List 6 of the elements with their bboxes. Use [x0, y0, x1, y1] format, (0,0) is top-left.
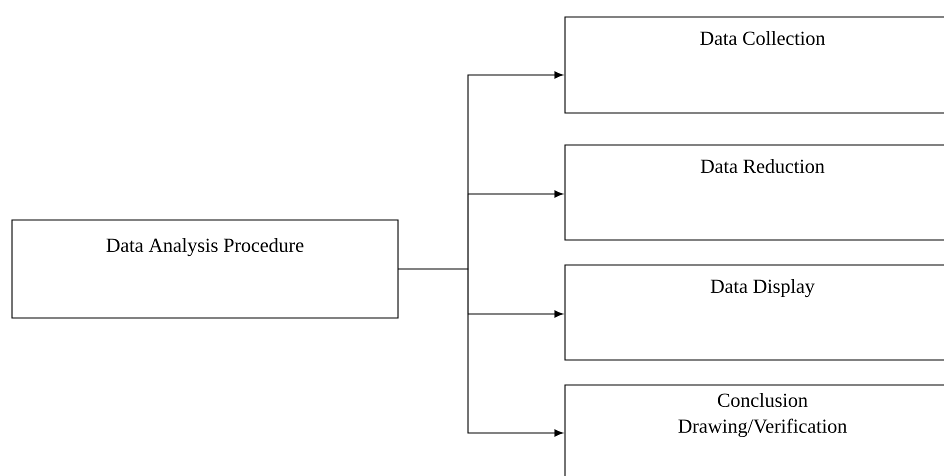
process-box: Conclusion Drawing/Verification: [564, 384, 944, 476]
process-box: Data Analysis Procedure: [11, 219, 399, 319]
arrow: [398, 268, 563, 437]
process-box: Data Reduction: [564, 144, 944, 241]
process-box: Data Display: [564, 264, 944, 361]
process-box: Data Collection: [564, 16, 944, 114]
